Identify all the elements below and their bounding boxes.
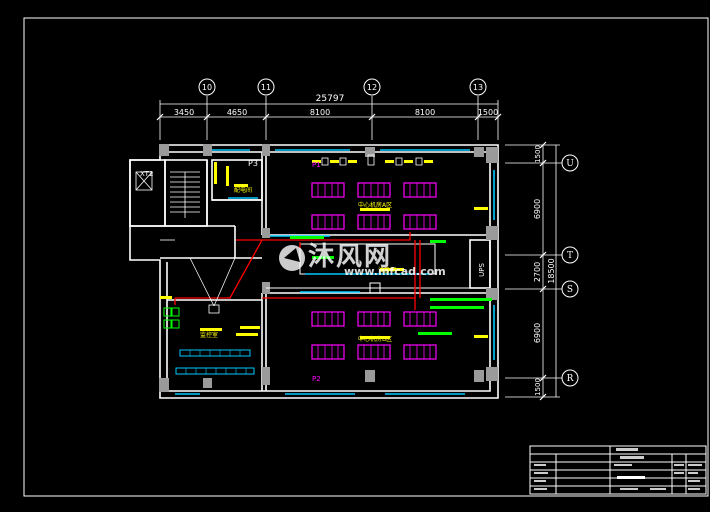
dim-top-seg-2: 4650 [227, 108, 247, 117]
dimension-right-ticks [539, 141, 547, 401]
axis-label-12: 12 [367, 83, 377, 92]
label-equipment-room: 设备间 [378, 266, 396, 274]
dim-top-seg-1: 3450 [174, 108, 194, 117]
label-room-p3: P3 [248, 159, 258, 168]
windows [175, 149, 495, 395]
axis-label-r: R [567, 374, 574, 384]
dim-right-seg-4: 6900 [533, 323, 542, 343]
dim-right-seg-5: 1500 [534, 378, 542, 396]
axis-label-10: 10 [202, 83, 212, 92]
console-rows [175, 349, 255, 375]
dim-right-total: 18500 [547, 258, 556, 283]
dim-top-total: 25797 [316, 94, 345, 104]
console-row-dividers [185, 350, 247, 374]
axis-label-u: U [566, 159, 574, 169]
axis-bubbles-right [561, 154, 579, 387]
watermark-brand: 沐风网 [308, 242, 393, 272]
axis-label-s: S [567, 285, 573, 295]
wall-devices-top [321, 154, 423, 166]
watermark-url: www.mfcad.com [344, 265, 446, 278]
routing-lines [160, 239, 236, 314]
columns [159, 144, 498, 392]
racks-room-a [311, 182, 437, 230]
racks-room-a-dividers [317, 183, 431, 229]
exterior-walls [129, 144, 499, 399]
sheet-border [23, 17, 709, 497]
dim-right-seg-1: 1500 [534, 145, 542, 163]
label-ups: UPS [478, 263, 486, 277]
title-block [529, 445, 707, 495]
green-equipment [163, 307, 180, 329]
note-stubs [290, 236, 492, 335]
dim-right-seg-3: 2700 [533, 262, 542, 282]
label-monitor-room: 监控室 [200, 331, 218, 339]
axis-label-13: 13 [473, 83, 483, 92]
dimension-top [159, 96, 499, 140]
wall-device-labels-top [312, 160, 433, 163]
cable-routes [174, 232, 421, 310]
dim-right-seg-2: 6900 [533, 199, 542, 219]
elevator [135, 171, 153, 191]
axis-bubbles-top [198, 78, 487, 96]
stair-code: XT2 [140, 170, 153, 178]
label-stubs [160, 162, 488, 339]
axis-label-11: 11 [261, 83, 271, 92]
label-room-b: 中心机房B区 [358, 335, 392, 343]
dimension-right [505, 144, 562, 398]
label-panel-p2: P2 [312, 375, 321, 383]
watermark-logo [279, 245, 305, 271]
label-room-a: 中心机房A区 [358, 201, 392, 209]
label-small-room: 配电间 [234, 186, 252, 194]
racks-room-b [311, 311, 437, 360]
dimension-top-ticks [156, 113, 502, 121]
stairs [170, 171, 200, 218]
racks-room-b-dividers [317, 312, 431, 359]
label-panel-p1: P1 [312, 161, 321, 169]
dim-top-seg-5: 1500 [478, 108, 498, 117]
axis-label-t: T [567, 251, 573, 261]
dim-top-seg-4: 8100 [415, 108, 435, 117]
dim-top-seg-3: 8100 [310, 108, 330, 117]
